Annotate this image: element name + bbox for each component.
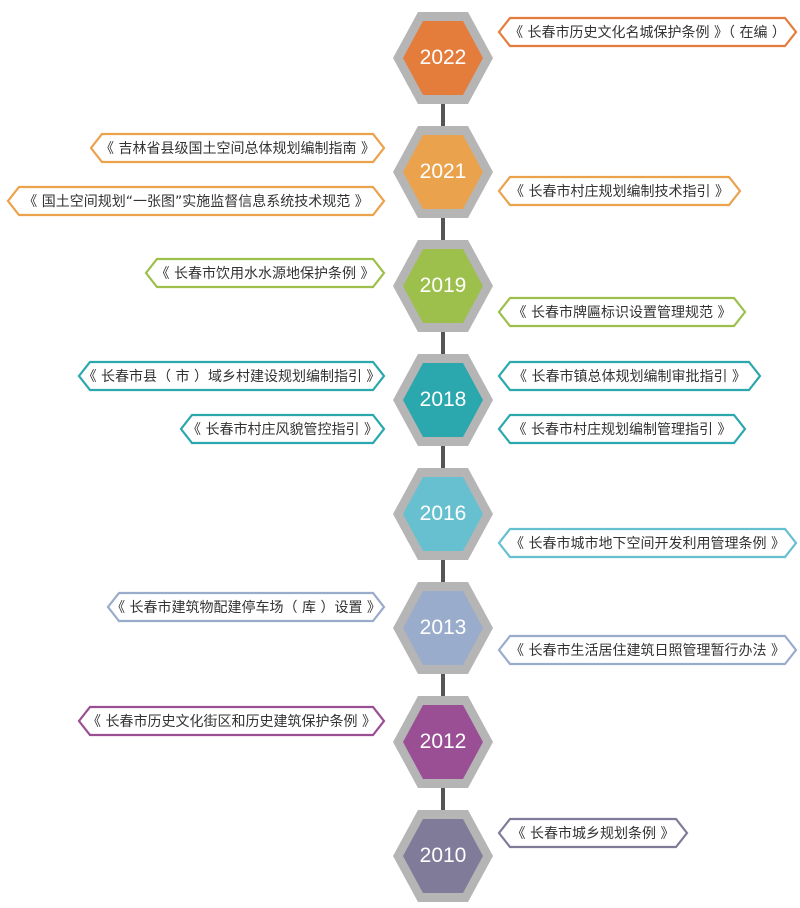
year-hexagon-2018: 2018 bbox=[391, 352, 495, 448]
year-label: 2021 bbox=[419, 160, 467, 183]
regulation-title: 《 长春市村庄规划编制技术指引 》 bbox=[510, 184, 729, 200]
year-label: 2022 bbox=[419, 46, 467, 69]
regulation-label: 《 长春市牌匾标识设置管理规范 》 bbox=[497, 296, 747, 328]
regulation-label: 《 长春市历史文化名城保护条例 》（ 在编 ） bbox=[497, 16, 798, 48]
year-hexagon-2016: 2016 bbox=[391, 466, 495, 562]
year-label: 2016 bbox=[419, 502, 467, 525]
regulation-label: 《 国土空间规划“一张图”实施监督信息系统技术规范 》 bbox=[6, 185, 386, 217]
regulation-label: 《 长春市历史文化街区和历史建筑保护条例 》 bbox=[77, 705, 386, 737]
regulation-label: 《 长春市生活居住建筑日照管理暂行办法 》 bbox=[497, 634, 798, 666]
regulation-label: 《 长春市镇总体规划编制审批指引 》 bbox=[497, 360, 762, 392]
regulation-title: 《 长春市村庄风貌管控指引 》 bbox=[187, 422, 378, 438]
regulation-title: 《 长春市生活居住建筑日照管理暂行办法 》 bbox=[510, 643, 785, 659]
regulation-label: 《 长春市村庄规划编制管理指引 》 bbox=[497, 413, 747, 445]
regulation-label: 《 长春市城乡规划条例 》 bbox=[497, 817, 689, 849]
year-hexagon-2021: 2021 bbox=[391, 124, 495, 220]
regulation-label: 《 长春市县（ 市 ）域乡村建设规划编制指引 》 bbox=[77, 360, 386, 392]
regulation-title: 《 长春市城乡规划条例 》 bbox=[511, 826, 675, 842]
regulation-title: 《 长春市建筑物配建停车场（ 库 ）设置 》 bbox=[111, 600, 381, 616]
regulation-label: 《 长春市村庄风貌管控指引 》 bbox=[179, 413, 386, 445]
year-label: 2018 bbox=[419, 388, 467, 411]
regulation-title: 《 长春市历史文化街区和历史建筑保护条例 》 bbox=[87, 714, 376, 730]
regulation-title: 《 长春市历史文化名城保护条例 》（ 在编 ） bbox=[509, 25, 786, 41]
regulation-title: 《 长春市城市地下空间开发利用管理条例 》 bbox=[510, 536, 785, 552]
year-hexagon-2022: 2022 bbox=[391, 10, 495, 106]
year-hexagon-2019: 2019 bbox=[391, 238, 495, 334]
regulation-title: 《 长春市饮用水水源地保护条例 》 bbox=[155, 266, 375, 282]
regulation-label: 《 长春市城市地下空间开发利用管理条例 》 bbox=[497, 527, 798, 559]
year-label: 2013 bbox=[419, 616, 467, 639]
regulation-title: 《 吉林省县级国土空间总体规划编制指南 》 bbox=[100, 141, 375, 157]
year-label: 2019 bbox=[419, 274, 467, 297]
regulation-title: 《 长春市县（ 市 ）域乡村建设规划编制指引 》 bbox=[82, 369, 381, 385]
regulation-title: 《 长春市牌匾标识设置管理规范 》 bbox=[512, 305, 732, 321]
year-hexagon-2012: 2012 bbox=[391, 694, 495, 790]
year-hexagon-2010: 2010 bbox=[391, 808, 495, 904]
year-label: 2010 bbox=[419, 844, 467, 867]
regulation-title: 《 国土空间规划“一张图”实施监督信息系统技术规范 》 bbox=[23, 194, 369, 210]
timeline-axis bbox=[441, 60, 445, 860]
regulation-label: 《 长春市建筑物配建停车场（ 库 ）设置 》 bbox=[106, 591, 386, 623]
year-hexagon-2013: 2013 bbox=[391, 580, 495, 676]
year-label: 2012 bbox=[419, 730, 467, 753]
regulation-label: 《 吉林省县级国土空间总体规划编制指南 》 bbox=[89, 132, 386, 164]
regulation-title: 《 长春市镇总体规划编制审批指引 》 bbox=[513, 369, 746, 385]
regulation-title: 《 长春市村庄规划编制管理指引 》 bbox=[512, 422, 732, 438]
regulation-label: 《 长春市村庄规划编制技术指引 》 bbox=[497, 175, 742, 207]
regulation-label: 《 长春市饮用水水源地保护条例 》 bbox=[144, 257, 386, 289]
